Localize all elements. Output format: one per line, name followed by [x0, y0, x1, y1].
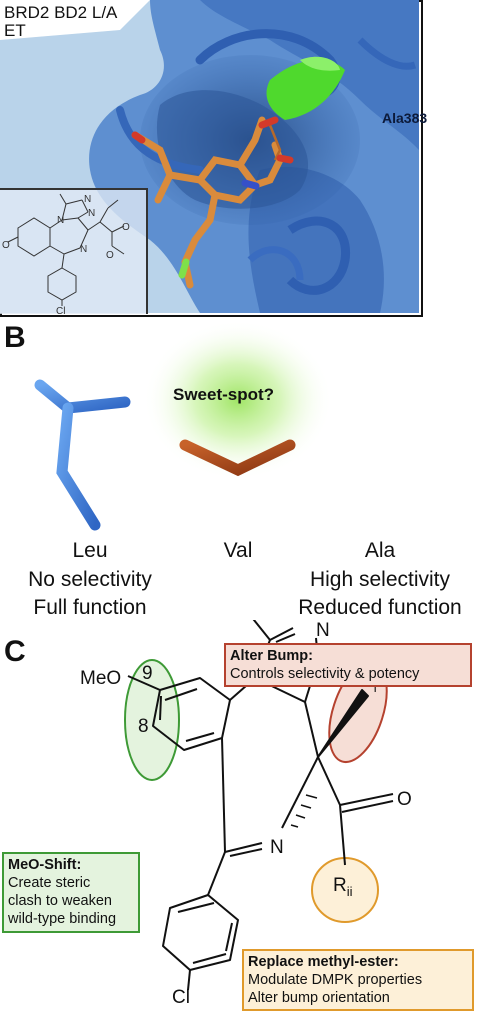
inset-atom-n2: N [84, 194, 91, 205]
ala-function: Reduced function [298, 596, 462, 619]
val-name: Val [223, 539, 253, 562]
inset-structure-drawing: O N N N N O O Cl [2, 193, 130, 317]
meo-shift-line-2: clash to weaken [8, 893, 112, 910]
replace-ester-title: Replace methyl-ester: [248, 954, 399, 970]
leu-function: Full function [33, 596, 147, 619]
panel-a-protein-view: BRD2 BD2 L/A ET Ala383 [0, 0, 428, 317]
position-9-label: 9 [142, 663, 153, 684]
inset-atom-n1: N [57, 215, 64, 226]
triazole-n-top: N [316, 620, 330, 641]
replace-ester-line-2: Alter bump orientation [248, 990, 390, 1007]
inset-atom-n4: N [80, 244, 87, 255]
residue-sidechains [34, 320, 386, 534]
ala-selectivity: High selectivity [309, 568, 451, 591]
ligand-title: ET [4, 21, 26, 40]
meo-shift-title: MeO-Shift: [8, 857, 82, 873]
inset-atom-o-ester2: O [106, 250, 114, 261]
leu-name: Leu [72, 539, 108, 562]
panel-c-label: C [4, 635, 26, 668]
chloro-atom-label: Cl [172, 987, 190, 1008]
ala-name: Ala [364, 539, 396, 562]
hash-bond [290, 794, 318, 828]
construct-title: BRD2 BD2 L/A [4, 3, 118, 22]
sweet-spot-label: Sweet-spot? [173, 385, 275, 404]
inset-atom-o-ester1: O [122, 222, 130, 233]
r-ii-group: Rii [333, 875, 353, 899]
inset-atom-n3: N [88, 208, 95, 219]
sweet-spot-glow [143, 320, 333, 480]
ala383-label: Ala383 [382, 110, 428, 126]
alter-bump-box: Alter Bump: Controls selectivity & poten… [224, 643, 472, 688]
replace-ester-box: Replace methyl-ester: Modulate DMPK prop… [242, 949, 474, 1012]
leu-selectivity: No selectivity [28, 568, 152, 591]
imine-n-label: N [270, 837, 284, 858]
inset-atom-cl: Cl [56, 306, 65, 314]
ligand-structure-inset: O N N N N O O Cl [0, 188, 148, 317]
meo-atom-label: MeO [80, 668, 122, 689]
meo-shift-line-3: wild-type binding [8, 911, 117, 928]
protein-surface-render [0, 0, 419, 313]
meo-shift-line-1: Create steric [8, 875, 91, 892]
inset-atom-o: O [2, 240, 10, 251]
alter-bump-text: Controls selectivity & potency [230, 666, 420, 683]
val-sidechain-icon [179, 439, 296, 531]
position-8-label: 8 [138, 716, 149, 737]
alter-bump-title: Alter Bump: [230, 648, 313, 664]
carbonyl-o-label: O [397, 789, 412, 810]
panel-b-label: B [4, 321, 26, 354]
meo-shift-box: MeO-Shift: Create steric clash to weaken… [2, 852, 140, 933]
meo-shift-highlight [124, 659, 180, 781]
replace-ester-line-1: Modulate DMPK properties [248, 972, 423, 989]
leu-sidechain-icon [34, 379, 131, 531]
